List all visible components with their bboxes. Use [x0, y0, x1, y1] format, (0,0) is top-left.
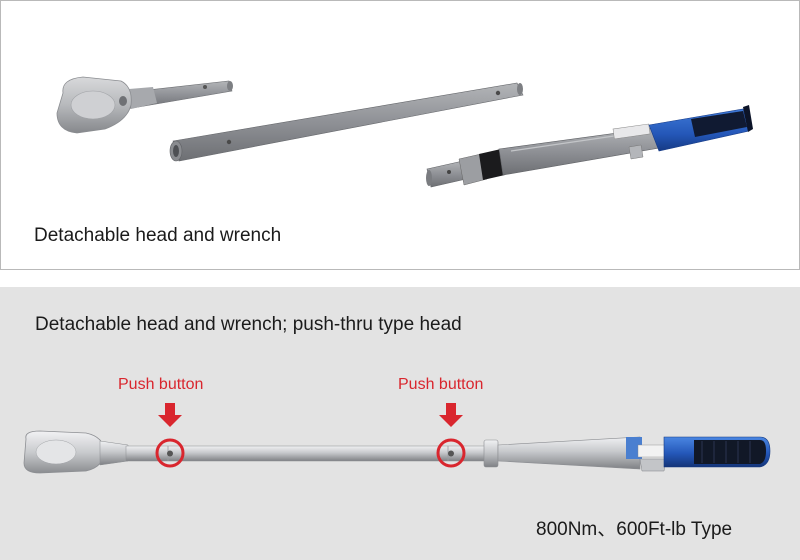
top-illustration — [56, 76, 753, 188]
wrench-body-icon — [426, 105, 753, 188]
top-caption: Detachable head and wrench — [34, 225, 282, 246]
bottom-caption: Detachable head and wrench; push-thru ty… — [35, 314, 462, 335]
extension-bar-icon — [125, 439, 499, 468]
arrow-down-icon — [158, 403, 182, 427]
extension-bar-icon — [169, 82, 524, 162]
ratchet-head-icon — [23, 430, 129, 474]
bottom-panel: Detachable head and wrench; push-thru ty… — [0, 287, 800, 560]
bottom-illustration — [23, 403, 771, 474]
push-button-label-right: Push button — [398, 376, 484, 393]
arrow-down-icon — [439, 403, 463, 427]
push-button-label-left: Push button — [118, 376, 204, 393]
highlight-circle-icon — [436, 438, 466, 468]
top-panel: Detachable head and wrench — [0, 0, 800, 270]
highlight-circle-icon — [155, 438, 185, 468]
ratchet-head-icon — [56, 76, 233, 134]
model-caption: 800Nm、600Ft-lb Type — [536, 519, 733, 540]
wrench-body-icon — [497, 436, 771, 472]
